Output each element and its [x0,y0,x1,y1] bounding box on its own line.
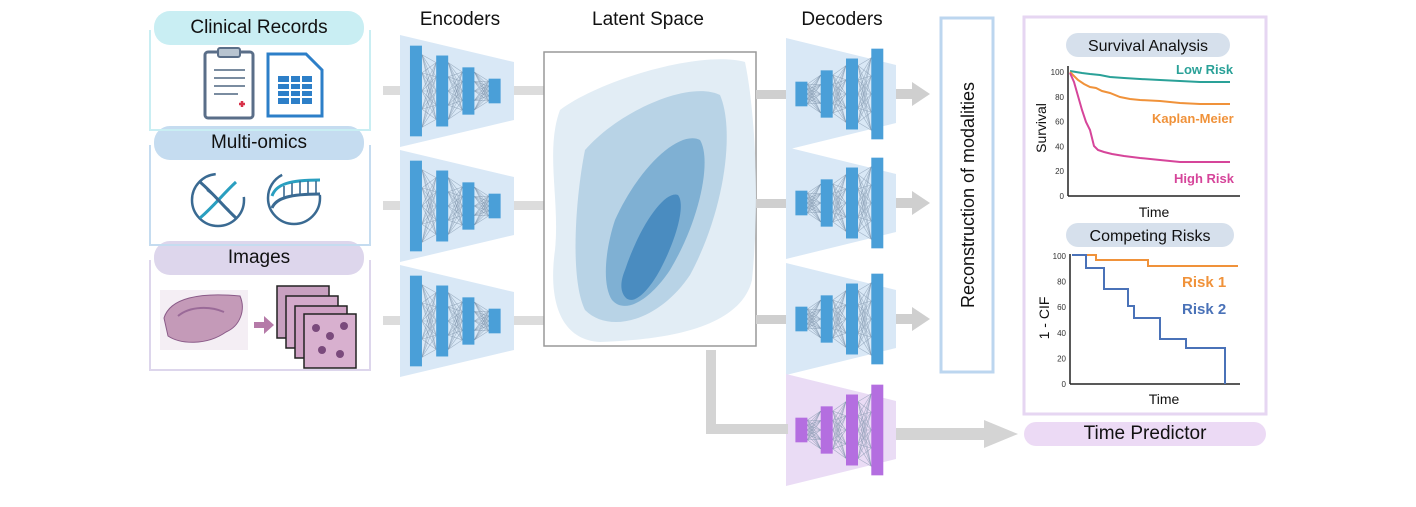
clinical-encoder-layer-2 [436,55,449,127]
competing-xlabel: Time [1149,391,1180,407]
risk-2-curve [1072,254,1226,384]
latent-space-header: Latent Space [592,9,704,30]
surv-ticks-label: 20 [1055,167,1064,176]
omics-decoder-layer-1 [795,190,808,216]
images-panel [149,260,371,371]
risk-1-curve [1072,254,1238,267]
time-predictor-network-layer-2 [820,406,833,454]
arrow-right-icon [254,316,274,334]
rna-strand-icon [266,170,322,226]
competing-ylabel: 1 - CIF [1036,297,1052,340]
decoder-output-arrows [756,82,930,331]
cr-ticks-label: 40 [1057,329,1066,338]
survival-curve-low-risk [1069,70,1230,83]
images-decoder [786,263,896,375]
risk-1-label: Risk 1 [1182,274,1226,291]
competing-title: Competing Risks [1090,228,1211,245]
spreadsheet-document-icon [266,52,324,118]
clinical-encoder-layer-1 [409,45,422,137]
images-encoder-layer-1 [409,275,422,367]
latent-to-predictor-arrow [706,350,1018,448]
cr-ticks-label: 20 [1057,354,1066,363]
survival-curve-high-risk [1069,72,1230,163]
clinical-records-panel [149,30,371,131]
kaplan-meier-label: Kaplan-Meier [1152,111,1234,126]
time-predictor-network [786,374,896,486]
omics-decoder-layer-2 [820,179,833,227]
clinical-decoder-layer-1 [795,81,808,107]
images-encoder-layer-4 [488,308,501,334]
clinical-decoder [786,38,896,150]
surv-ticks-label: 60 [1055,118,1064,127]
latent-density-core [621,194,681,300]
survival-y-ticks: 100 80 60 40 20 0 [1051,68,1065,201]
clinical-decoder-layer-2 [820,70,833,118]
images-decoder-layer-4 [871,273,884,365]
time-predictor-network-layer-4 [871,384,884,476]
competing-y-ticks: 100 80 60 40 20 0 [1053,252,1067,389]
dna-helix-icon [190,172,246,228]
decoders-header: Decoders [801,9,883,30]
time-predictor-network-layer-3 [846,394,858,466]
survival-title: Survival Analysis [1088,38,1208,55]
multi-omics-panel [149,145,371,246]
clinical-decoder-layer-3 [846,58,858,130]
survival-ylabel: Survival [1033,103,1049,153]
clipboard-form-icon [203,47,255,120]
omics-encoder-layer-4 [488,193,501,219]
high-risk-label: High Risk [1174,171,1235,186]
survival-xlabel: Time [1139,204,1170,220]
cr-ticks-label: 80 [1057,278,1066,287]
reconstruction-box: Reconstruction of modalities [939,16,995,374]
time-predictor-label: Time Predictor [1024,422,1266,446]
low-risk-label: Low Risk [1176,62,1234,77]
omics-encoder-layer-3 [462,182,475,230]
omics-encoder-layer-1 [409,160,422,252]
images-label: Images [154,241,364,275]
omics-encoder [400,150,514,262]
surv-ticks-label: 100 [1051,68,1065,77]
multi-omics-label: Multi-omics [154,126,364,160]
clinical-records-label: Clinical Records [154,11,364,45]
omics-decoder-layer-4 [871,157,884,249]
clinical-encoder-layer-3 [462,67,475,115]
cr-ticks-label: 0 [1062,380,1067,389]
input-connectors [383,86,544,325]
competing-risks-chart: Competing Risks 100 80 60 40 20 0 1 - CIF Tim… [1036,223,1240,407]
clinical-encoder [400,35,514,147]
images-encoder [400,265,514,377]
images-decoder-layer-2 [820,295,833,343]
risk-2-label: Risk 2 [1182,301,1226,318]
clinical-decoder-layer-4 [871,48,884,140]
omics-decoder [786,147,896,259]
omics-encoder-layer-2 [436,170,449,242]
image-tiles-icon [276,285,357,369]
images-encoder-layer-2 [436,285,449,357]
omics-decoder-layer-3 [846,167,858,239]
survival-curve-kaplan-meier [1069,71,1230,105]
images-decoder-layer-3 [846,283,858,355]
encoders-header: Encoders [419,9,501,30]
histology-slide-icon [160,290,248,350]
time-predictor-network-layer-1 [795,417,808,443]
reconstruction-label: Reconstruction of modalities [958,82,978,308]
surv-ticks-label: 40 [1055,142,1064,151]
cr-ticks-label: 60 [1057,303,1066,312]
cr-ticks-label: 100 [1053,252,1067,261]
clinical-encoder-layer-4 [488,78,501,104]
images-encoder-layer-3 [462,297,475,345]
images-decoder-layer-1 [795,306,808,332]
surv-ticks-label: 0 [1060,192,1065,201]
surv-ticks-label: 80 [1055,93,1064,102]
latent-space-plot [543,51,757,347]
